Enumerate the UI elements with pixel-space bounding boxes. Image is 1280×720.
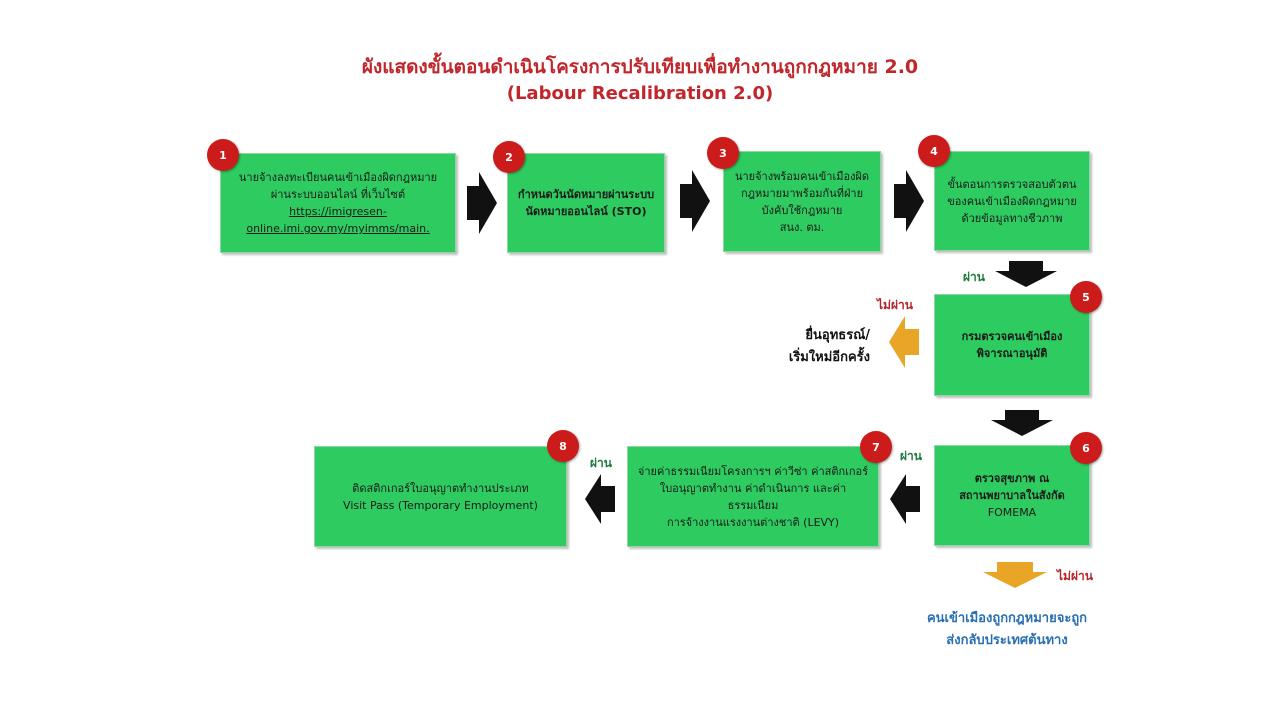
arrow-down-icon: [995, 261, 1057, 287]
appeal-note: ยื่นอุทธรณ์/ เริ่มใหม่อีกครั้ง: [720, 325, 870, 369]
pass-label: ผ่าน: [963, 270, 985, 284]
appeal-note-line: ยื่นอุทธรณ์/: [805, 328, 870, 343]
step-8-text: ติดสติกเกอร์ใบอนุญาตทำงานประเภท: [352, 481, 529, 495]
step-4-box: ขั้นตอนการตรวจสอบตัวตน ของคนเข้าเมืองผิด…: [934, 151, 1090, 251]
diagram-title: ผังแสดงขั้นตอนดำเนินโครงการปรับเทียบเพื่…: [361, 56, 919, 78]
step-6-text: ตรวจสุขภาพ ณ: [974, 472, 1050, 485]
arrow-right-icon: [467, 172, 497, 234]
step-8-text: Visit Pass (Temporary Employment): [343, 498, 538, 512]
step-3-text: นายจ้างพร้อมคนเข้าเมืองผิด: [734, 169, 870, 183]
step-2-text: กำหนดวันนัดหมายผ่านระบบ: [517, 188, 655, 201]
step-1-text: ผ่านระบบออนไลน์ ที่เว็บไซต์: [270, 188, 406, 201]
arrow-left-icon: [585, 474, 615, 524]
step-6-text: FOMEMA: [987, 506, 1037, 519]
deport-note: คนเข้าเมืองถูกกฎหมายจะถูก ส่งกลับประเทศต…: [902, 608, 1112, 652]
step-7-text: จ่ายค่าธรรมเนียมโครงการฯ ค่าวีซ่า ค่าสติ…: [637, 464, 869, 478]
step-5-text: พิจารณาอนุมัติ: [976, 347, 1048, 360]
step-3-badge: 3: [707, 137, 739, 169]
arrow-right-icon: [680, 170, 710, 232]
step-8-badge: 8: [547, 430, 579, 462]
step-4-badge: 4: [918, 135, 950, 167]
step-3-text: สนง. ตม.: [779, 220, 825, 234]
deport-note-line: คนเข้าเมืองถูกกฎหมายจะถูก: [926, 611, 1088, 626]
arrow-left-icon: [890, 474, 920, 524]
deport-note-line: ส่งกลับประเทศต้นทาง: [946, 633, 1068, 648]
arrow-down-icon: [991, 410, 1053, 436]
step-4-text: ด้วยข้อมูลทางชีวภาพ: [961, 211, 1063, 225]
arrow-fail-left-icon: [889, 316, 919, 368]
step-4-text: ขั้นตอนการตรวจสอบตัวตน: [947, 177, 1077, 191]
step-3-text: กฎหมายมาพร้อมกันที่ฝ่าย: [740, 186, 864, 200]
step-2-box: กำหนดวันนัดหมายผ่านระบบ นัดหมายออนไลน์ (…: [507, 153, 665, 253]
arrow-right-icon: [894, 170, 924, 232]
step-5-badge: 5: [1070, 281, 1102, 313]
diagram-subtitle: (Labour Recalibration 2.0): [506, 83, 774, 104]
step-1-text: นายจ้างลงทะเบียนคนเข้าเมืองผิดกฎหมาย: [238, 171, 438, 184]
step-6-box: ตรวจสุขภาพ ณ สถานพยาบาลในสังกัด FOMEMA: [934, 445, 1090, 546]
step-8-box: ติดสติกเกอร์ใบอนุญาตทำงานประเภท Visit Pa…: [314, 446, 567, 547]
fail-label: ไม่ผ่าน: [877, 298, 913, 312]
step-1-box: นายจ้างลงทะเบียนคนเข้าเมืองผิดกฎหมาย ผ่า…: [220, 153, 456, 253]
step-3-box: นายจ้างพร้อมคนเข้าเมืองผิด กฎหมายมาพร้อม…: [723, 151, 881, 252]
step-7-box: จ่ายค่าธรรมเนียมโครงการฯ ค่าวีซ่า ค่าสติ…: [627, 446, 879, 547]
appeal-note-line: เริ่มใหม่อีกครั้ง: [788, 350, 870, 365]
step-2-badge: 2: [493, 141, 525, 173]
step-6-badge: 6: [1070, 432, 1102, 464]
step-7-text: ใบอนุญาตทำงาน ค่าดำเนินการ และค่าธรรมเนี…: [659, 481, 847, 512]
step-7-badge: 7: [860, 431, 892, 463]
pass-label: ผ่าน: [900, 449, 922, 463]
step-6-text: สถานพยาบาลในสังกัด: [959, 489, 1065, 502]
arrow-fail-down-icon: [983, 562, 1047, 588]
step-5-box: กรมตรวจคนเข้าเมือง พิจารณาอนุมัติ: [934, 294, 1090, 396]
step-3-text: บังคับใช้กฎหมาย: [761, 203, 843, 217]
step-1-link: online.imi.gov.my/myimms/main.: [246, 222, 430, 235]
pass-label: ผ่าน: [590, 456, 612, 470]
step-7-text: การจ้างงานแรงงานต่างชาติ (LEVY): [666, 515, 840, 529]
step-4-text: ของคนเข้าเมืองผิดกฎหมาย: [947, 194, 1077, 208]
step-1-badge: 1: [207, 139, 239, 171]
step-5-text: กรมตรวจคนเข้าเมือง: [961, 330, 1063, 343]
step-2-text: นัดหมายออนไลน์ (STO): [525, 205, 647, 218]
step-1-link: https://imigresen-: [289, 205, 387, 218]
fail-label: ไม่ผ่าน: [1057, 569, 1093, 583]
